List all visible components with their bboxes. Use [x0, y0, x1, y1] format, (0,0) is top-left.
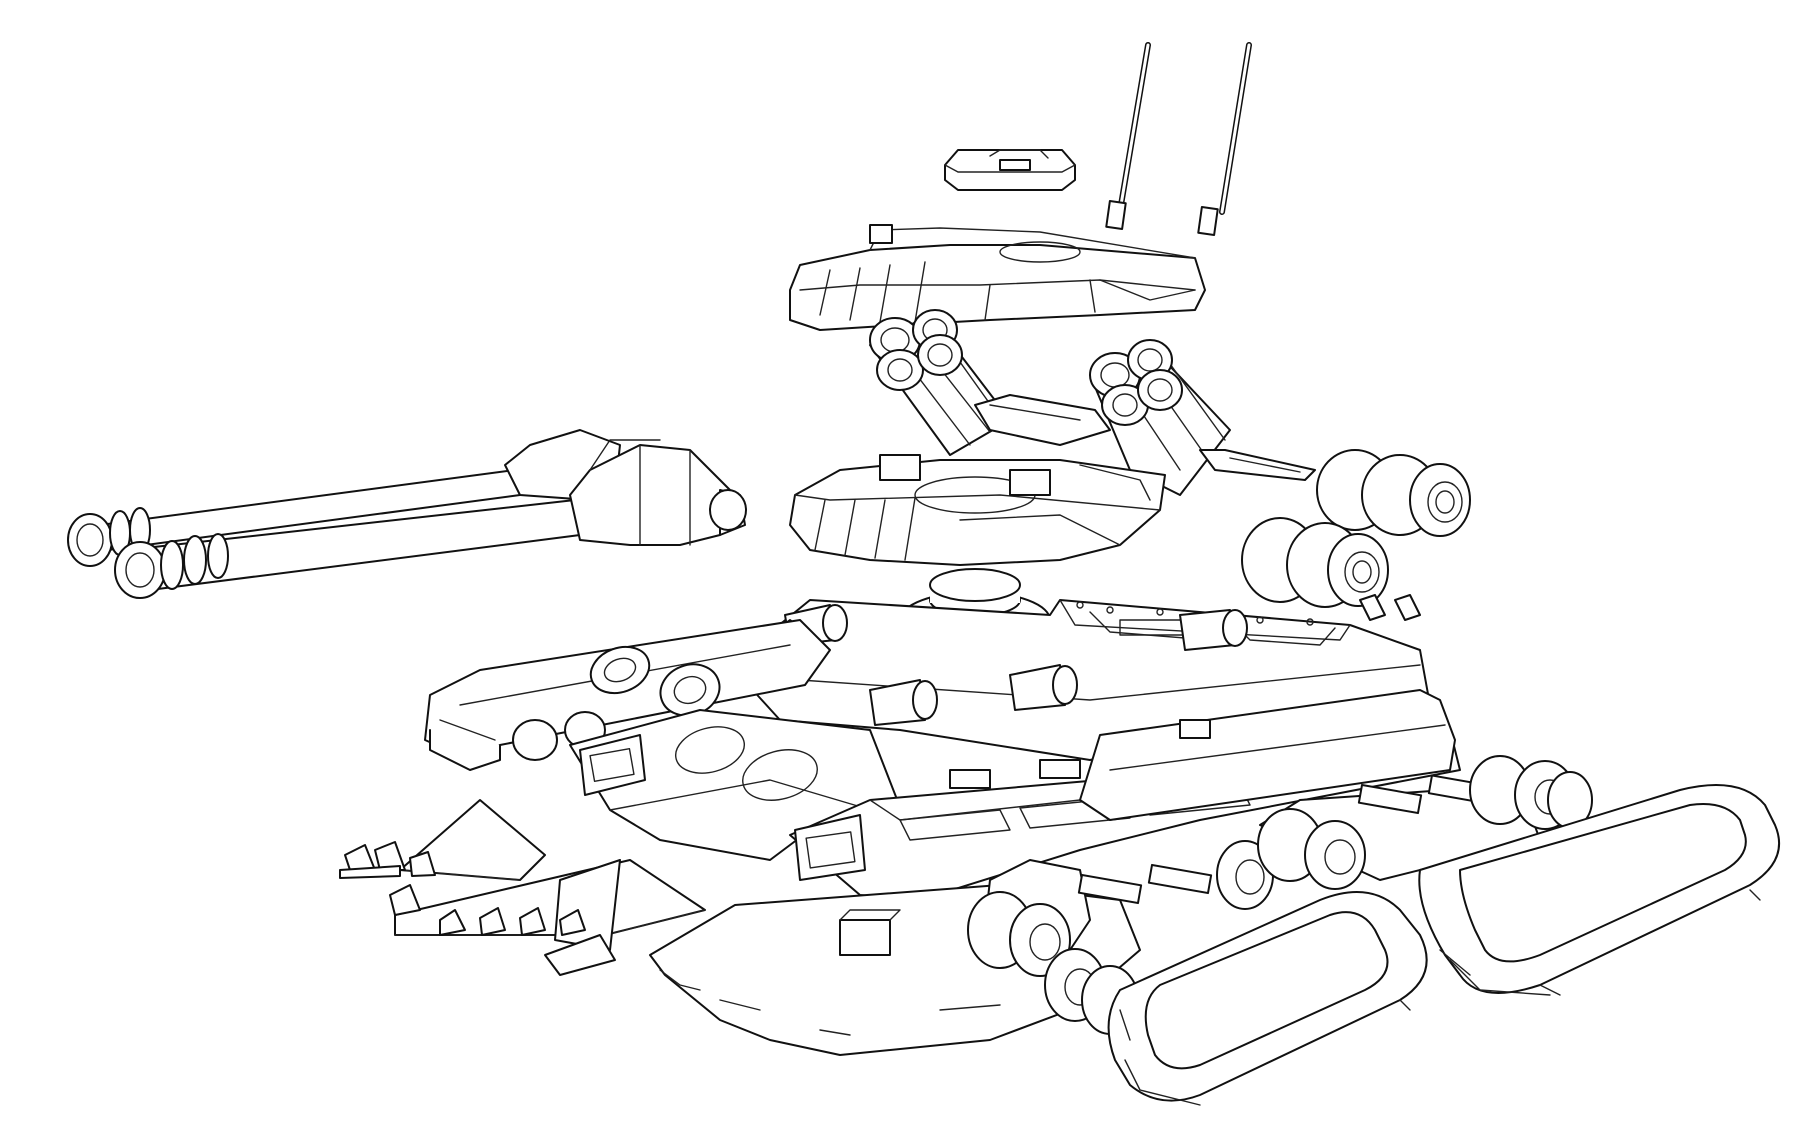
- track-loop-front: [1107, 891, 1428, 1102]
- twin-cannon-rear-barrel: [67, 469, 521, 567]
- cannon-mount-block: [504, 429, 747, 546]
- missile-pod-left: [869, 309, 1011, 456]
- dozer-blade-lower: [389, 859, 706, 976]
- turret-top-plate: [789, 224, 1206, 331]
- hull-right-panel: [1079, 594, 1456, 821]
- missile-pod-right: [1089, 339, 1231, 496]
- twin-cannon-front-barrel: [114, 499, 581, 599]
- road-wheel-upper-pair: [1316, 449, 1471, 537]
- turret-rear-plate: [1199, 449, 1316, 481]
- track-shoes: [1124, 889, 1761, 1106]
- turret-base: [789, 454, 1166, 566]
- missile-pod-connector: [974, 394, 1111, 446]
- dozer-blade-upper: [339, 799, 546, 881]
- road-wheel-lower-pair: [1241, 517, 1389, 608]
- antenna-left: [1105, 42, 1151, 230]
- turret-hatch-disc: [944, 149, 1076, 191]
- antenna-right: [1197, 42, 1252, 236]
- track-loop-rear: [1418, 784, 1780, 996]
